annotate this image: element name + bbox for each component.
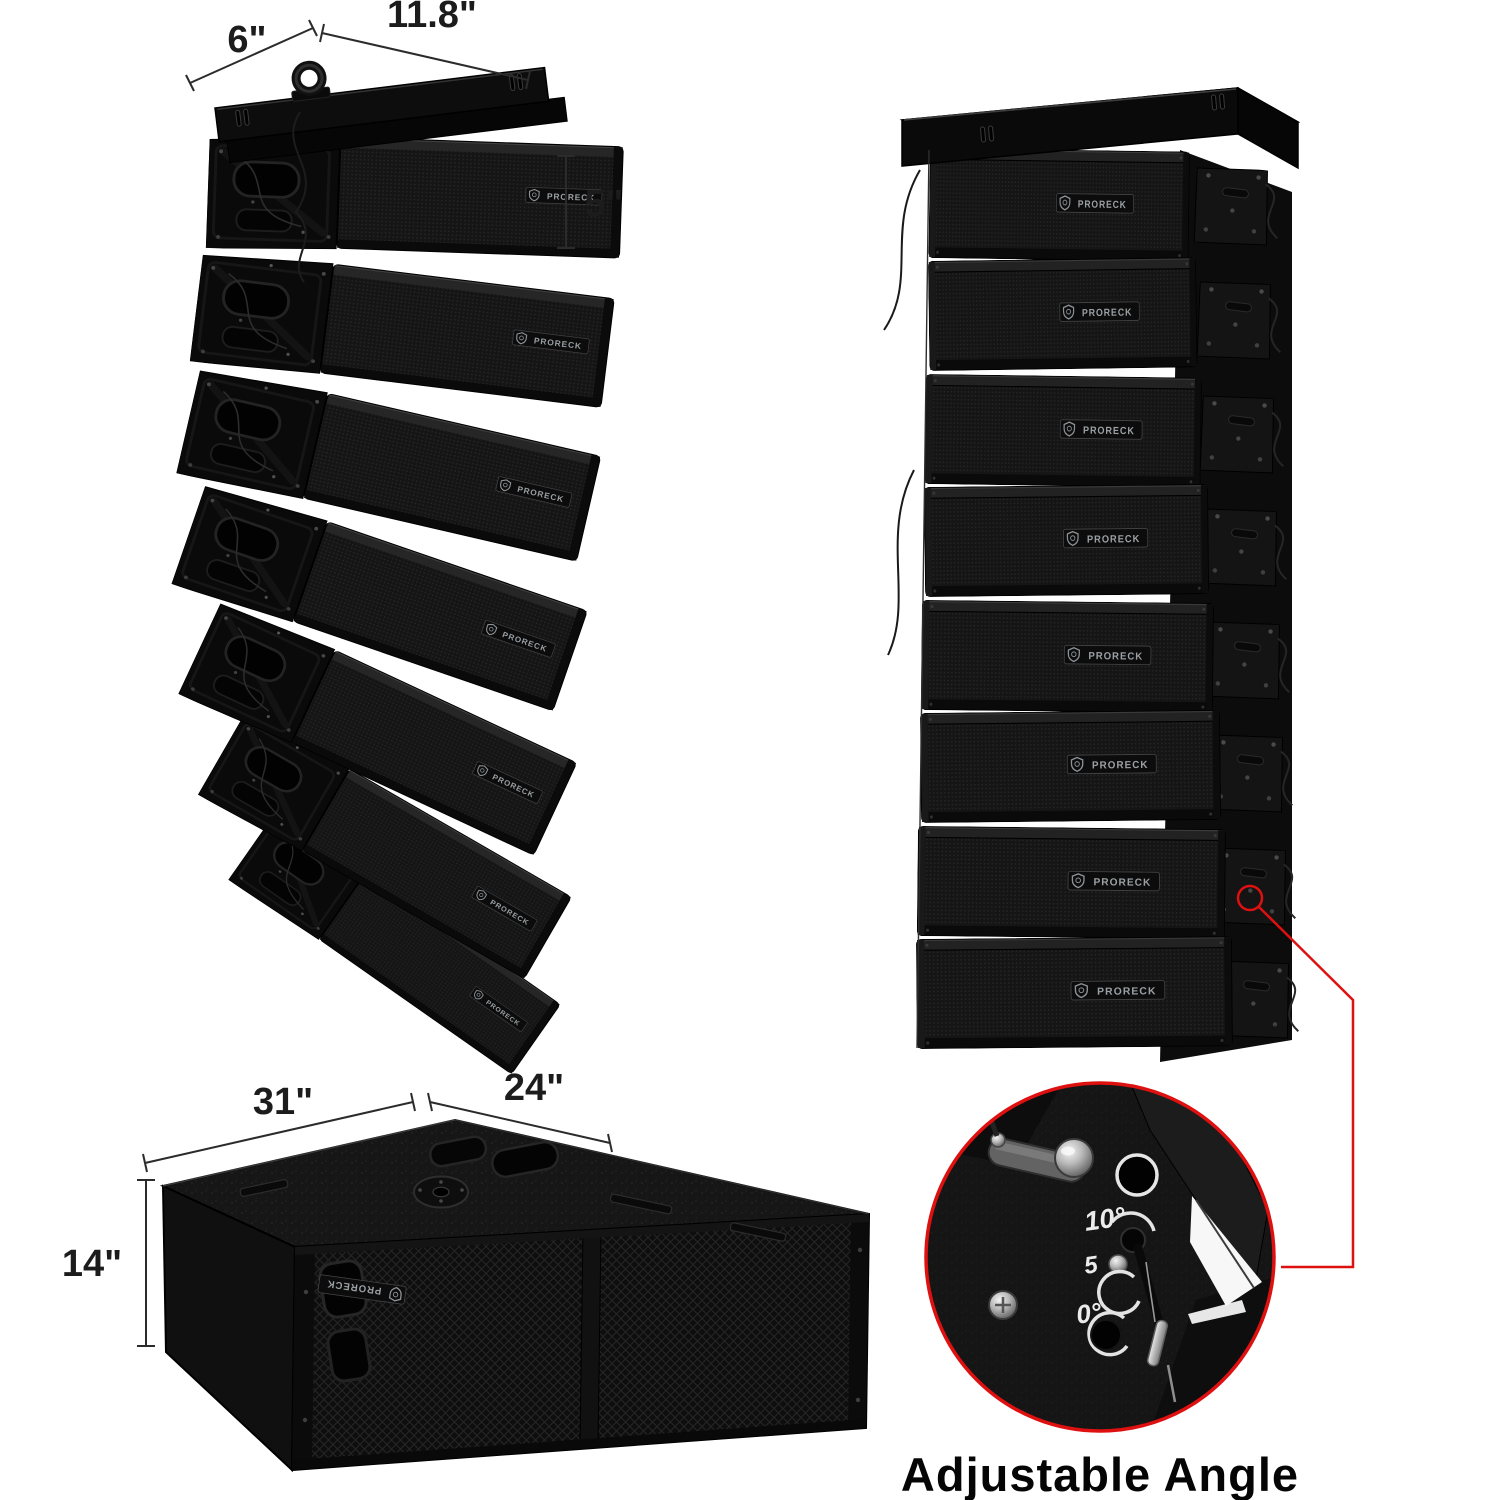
array-module [921,711,1221,823]
dimension-array-depth-label: 6" [227,19,266,61]
dimension-array-width-label: 11.8" [387,0,477,36]
angle-hole-top [1115,1153,1159,1197]
callout-leader-line [1258,906,1355,1269]
angle-mark-0: 0° [1074,1296,1103,1329]
top-handle [429,1135,560,1179]
hanging-cable [292,111,307,283]
pivot-bolt [1054,1138,1094,1178]
angle-mark-10: 10° [1082,1201,1127,1236]
dimension-sub-height [137,1179,155,1347]
array-module [925,375,1201,487]
grille-center-strip [579,1229,602,1448]
pole-mount [413,1175,469,1209]
hanging-cable [887,469,915,656]
detail-caption: Adjustable Angle [901,1448,1299,1500]
dimension-sub-width-label: 31" [253,1081,313,1123]
array-module [929,258,1197,370]
array-module [929,149,1189,261]
array-module [917,937,1232,1048]
bracket-gap [1190,1196,1262,1306]
array-module [918,827,1226,939]
hanging-cable [883,169,921,331]
dimension-sub-height-label: 14" [62,1243,122,1285]
dimension-sub-width [142,1092,416,1173]
detail-circle-border [924,1081,1276,1433]
dimension-array-width [319,23,531,90]
dimension-array-depth [185,19,318,92]
angle-detail-circle: 10° 5 0° [924,1081,1276,1433]
array-module [925,485,1209,596]
tension-spring [1146,1319,1169,1367]
dimension-array-height [557,155,575,249]
callout-source-circle [1236,884,1264,912]
dimension-sub-depth [427,1092,613,1153]
left-line-array [172,60,623,1077]
angle-mark-5: 5 [1082,1251,1100,1280]
subwoofer [159,1118,871,1473]
left-array-modules [172,132,623,1077]
right-line-array [883,86,1308,1062]
array-module [922,601,1214,712]
dimension-sub-depth-label: 24" [504,1067,564,1109]
angle-hole-bottom [1090,1319,1122,1351]
array-top-frame [214,60,568,164]
dimension-array-height-label: 5" [584,183,623,225]
tower-top-frame [899,86,1301,170]
